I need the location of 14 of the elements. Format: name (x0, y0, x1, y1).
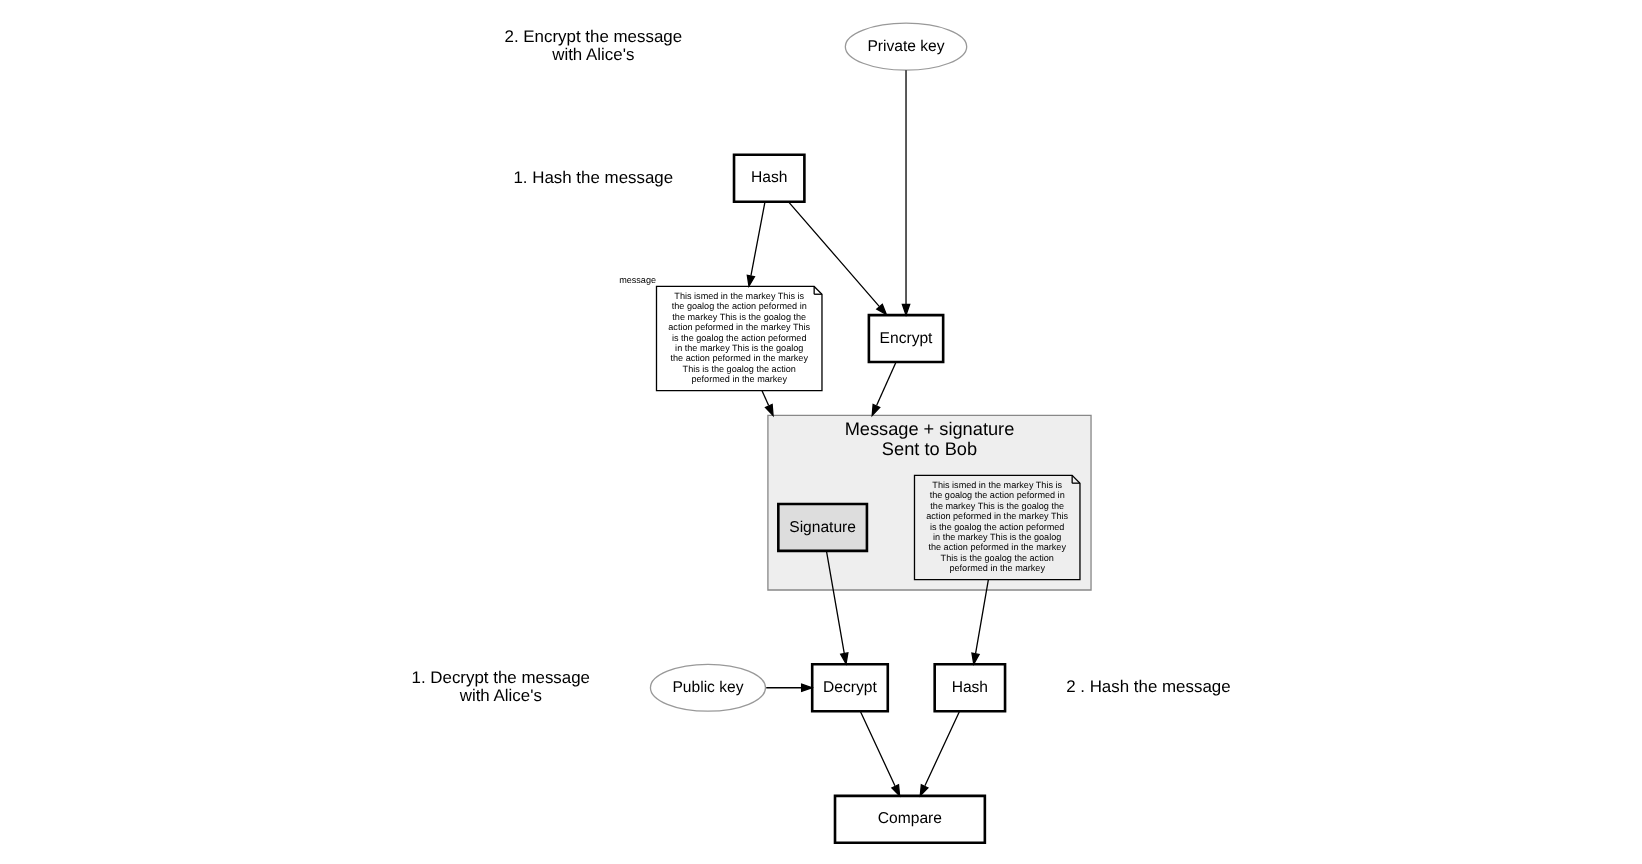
label: 1. Hash the message (513, 165, 674, 186)
arrow (971, 578, 989, 665)
label: 2 . Hash the message (1066, 675, 1231, 696)
arrow (825, 549, 849, 665)
label: 2. Encrypt the message with Alice's (504, 24, 683, 64)
arrow (901, 68, 911, 316)
arrow (859, 709, 901, 797)
label: 1. Decrypt the message with Alice's (411, 666, 591, 705)
arrow (761, 389, 774, 417)
arrow (765, 682, 814, 692)
arrow (871, 360, 897, 417)
arrow (787, 200, 888, 316)
arrow (919, 709, 961, 797)
arrow (746, 200, 766, 288)
